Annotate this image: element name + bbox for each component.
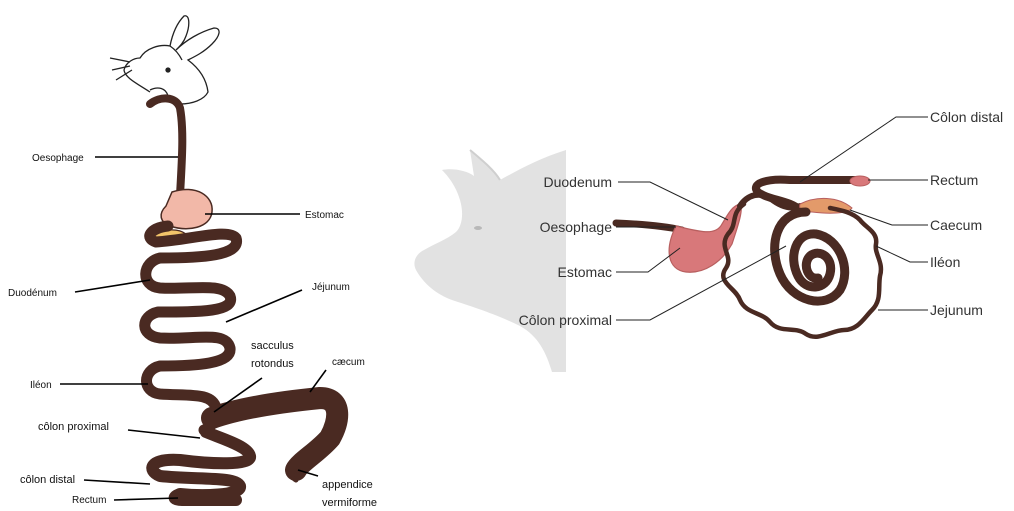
rabbit-label-colon-distal: côlon distal <box>20 474 75 486</box>
rabbit-label-jejunum: Jéjunum <box>312 282 350 293</box>
rabbit-label-estomac: Estomac <box>305 210 344 221</box>
pig-label-colon-distal: Côlon distal <box>930 109 1003 125</box>
pig-label-oesophage: Oesophage <box>540 219 613 235</box>
rabbit-esophagus <box>150 98 182 195</box>
rabbit-label-oesophage: Oesophage <box>32 153 84 164</box>
pig-label-colon-proximal: Côlon proximal <box>519 312 612 328</box>
rabbit-label-sacculus: sacculus <box>251 340 294 352</box>
rabbit-label-rotondus: rotondus <box>251 358 294 370</box>
rabbit-label-vermiforme: vermiforme <box>322 497 377 509</box>
pig-colon-spiral <box>775 212 845 301</box>
rabbit-head-icon <box>110 16 219 104</box>
rabbit-colon <box>152 432 250 500</box>
rabbit-diagram: Oesophage Estomac Duodénum Jéjunum saccu… <box>8 16 377 509</box>
rabbit-label-caecum: cæcum <box>332 357 365 368</box>
rabbit-label-colon-proximal: côlon proximal <box>38 421 109 433</box>
rabbit-label-rectum: Rectum <box>72 495 106 506</box>
rabbit-label-duodenum: Duodénum <box>8 288 57 299</box>
pig-label-estomac: Estomac <box>558 264 612 280</box>
rabbit-label-appendice: appendice <box>322 479 373 491</box>
pig-diagram: Duodenum Oesophage Estomac Côlon proxima… <box>414 109 1003 372</box>
pig-label-caecum: Caecum <box>930 217 982 233</box>
pig-jejunum <box>723 204 881 337</box>
pig-label-jejunum: Jejunum <box>930 302 983 318</box>
rabbit-label-ileon: Iléon <box>30 380 52 391</box>
pig-label-ileon: Iléon <box>930 254 960 270</box>
pig-label-duodenum: Duodenum <box>544 174 613 190</box>
pig-label-rectum: Rectum <box>930 172 978 188</box>
rabbit-small-intestine <box>145 226 237 430</box>
